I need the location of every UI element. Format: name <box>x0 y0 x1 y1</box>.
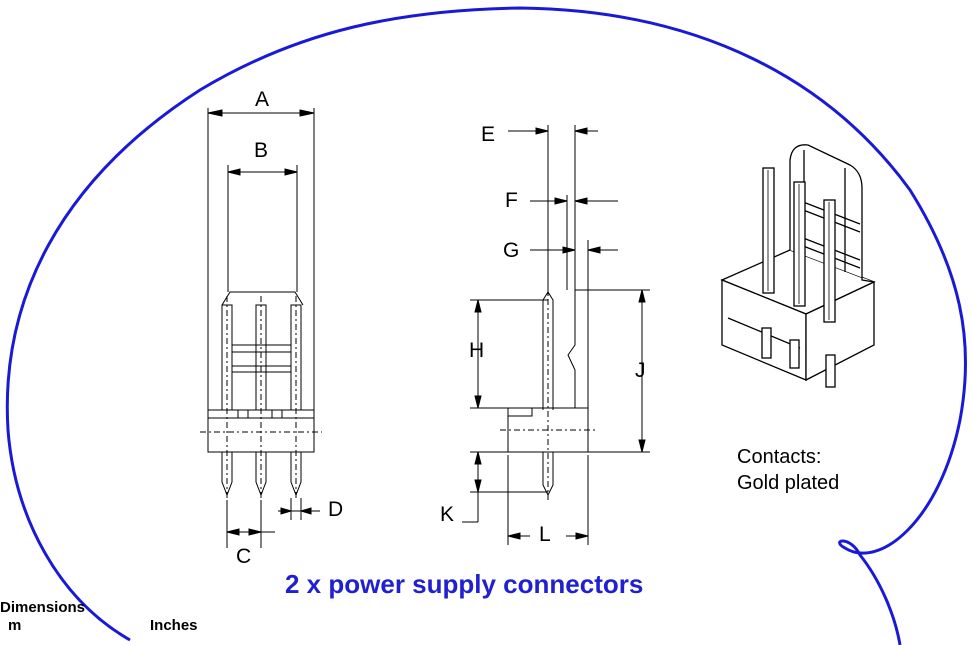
dimensions-col-mm: m <box>8 617 22 634</box>
highlight-ellipse <box>5 6 968 645</box>
dim-label-j: J <box>635 359 646 382</box>
contacts-note: Contacts: Gold plated <box>737 444 839 496</box>
contacts-note-line2: Gold plated <box>737 472 840 494</box>
dimensions-col-inches: Inches <box>150 617 198 634</box>
contacts-note-line1: Contacts: <box>737 446 822 468</box>
dim-label-g: G <box>503 239 520 262</box>
dim-label-h: H <box>469 339 485 362</box>
diagram-caption: 2 x power supply connectors <box>285 569 644 599</box>
dim-label-k: K <box>440 503 455 526</box>
dimensions-table-title: Dimensions <box>0 599 86 616</box>
dim-label-l: L <box>539 523 551 546</box>
dim-label-c: C <box>236 545 252 568</box>
dim-label-a: A <box>255 88 270 111</box>
side-view <box>462 125 650 545</box>
dim-label-b: B <box>254 139 269 162</box>
dim-label-f: F <box>505 189 518 212</box>
dim-label-d: D <box>328 498 344 521</box>
isometric-view <box>720 144 876 388</box>
front-view <box>200 108 322 548</box>
dim-label-e: E <box>481 123 496 146</box>
